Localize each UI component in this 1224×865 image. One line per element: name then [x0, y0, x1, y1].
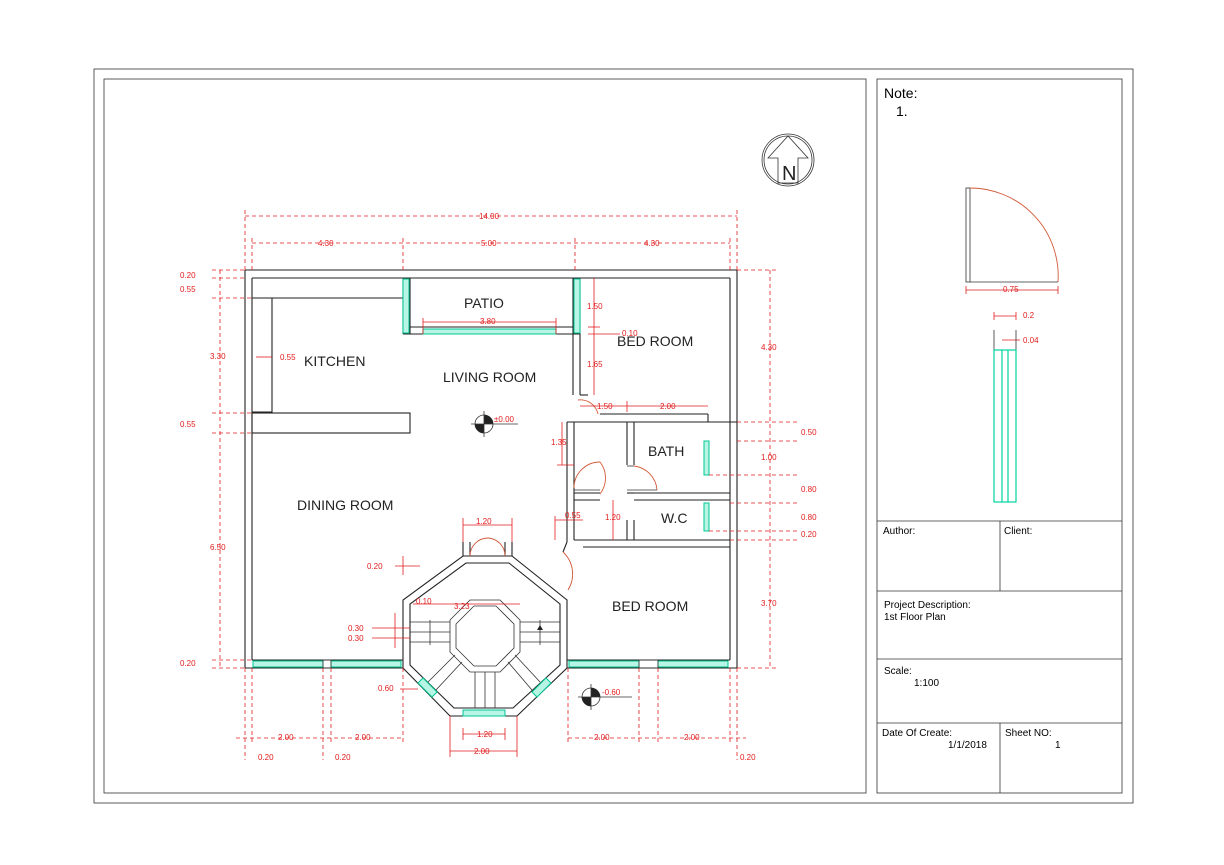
dim-bottom-020c: 0.20 [740, 753, 756, 762]
dim-left-055-bottom: 0.55 [180, 420, 196, 429]
sheet-number-value: 1 [1055, 740, 1061, 751]
dim-bed-165: 1.65 [587, 360, 603, 369]
title-block-frame [876, 78, 1123, 794]
date-label: Date Of Create: [882, 728, 952, 739]
dim-bottom-200c: 2.00 [594, 733, 610, 742]
dim-right-100: 1.00 [761, 453, 777, 462]
dim-hall-200: 2.00 [660, 402, 676, 411]
dimension-lines [212, 210, 798, 760]
dim-right-020: 0.20 [801, 530, 817, 539]
room-wc: W.C [661, 510, 687, 526]
room-patio: PATIO [464, 295, 504, 311]
legend-window-symbol [993, 312, 1020, 503]
dim-top-left: 4.30 [318, 239, 334, 248]
windows [252, 278, 729, 717]
door-swings [469, 399, 658, 591]
dim-bottom-020a: 0.20 [258, 753, 274, 762]
author-label: Author: [883, 526, 915, 537]
legend-door-width: 0.75 [1003, 285, 1019, 294]
dim-bottom-200b: 2.00 [355, 733, 371, 742]
dim-right-370: 3.70 [761, 599, 777, 608]
dim-oct-010: 0.10 [416, 597, 432, 606]
note-item: 1. [896, 103, 908, 119]
dim-left-055-top: 0.55 [180, 285, 196, 294]
dim-right-430: 4.30 [761, 343, 777, 352]
dim-oct-120: 1.20 [477, 730, 493, 739]
scale-label: Scale: [884, 666, 912, 677]
dim-patio-010: 0.10 [622, 329, 638, 338]
drawing-frame [103, 78, 867, 794]
sheet-outer-border [93, 68, 1134, 804]
dim-top-mid: 5.00 [481, 239, 497, 248]
room-kitchen: KITCHEN [304, 353, 365, 369]
dim-right-080b: 0.80 [801, 513, 817, 522]
dim-wc-120: 1.20 [605, 513, 621, 522]
sheet-number-label: Sheet NO: [1005, 728, 1052, 739]
dimension-labels: 14.00 4.30 5.00 4.30 0.20 0.55 3.30 0.55… [180, 212, 817, 762]
dim-wc-055: 0.55 [565, 511, 581, 520]
project-description-label: Project Description: [884, 600, 971, 611]
dim-left-330: 3.30 [210, 352, 226, 361]
level-marker-outside [578, 684, 632, 710]
dim-bottom-200d: 2.00 [684, 733, 700, 742]
room-bath: BATH [648, 443, 684, 459]
legend-window-depth: 0.2 [1023, 311, 1035, 320]
dim-oct-030b: 0.30 [348, 634, 364, 643]
title-block-grid [877, 520, 1122, 793]
dim-left-650: 6.50 [210, 543, 226, 552]
dim-oct-060: 0.60 [378, 684, 394, 693]
exterior-walls [244, 269, 738, 669]
level-outside-text: -0.60 [602, 688, 621, 697]
room-dining: DINING ROOM [297, 497, 393, 513]
room-bedroom-top: BED ROOM [617, 333, 693, 349]
client-label: Client: [1004, 526, 1032, 537]
dim-kitchen-055: 0.55 [280, 353, 296, 362]
dim-left-020-bottom: 0.20 [180, 659, 196, 668]
dim-hall-150: 1.50 [597, 402, 613, 411]
dim-patio-380: 3.80 [480, 317, 496, 326]
legend-window-pane: 0.04 [1023, 336, 1039, 345]
north-label: N [782, 163, 796, 185]
dim-patio-150: 1.50 [587, 302, 603, 311]
dim-right-050: 0.50 [801, 428, 817, 437]
dim-top-right: 4.30 [644, 239, 660, 248]
dim-hall-135: 1.35 [551, 438, 567, 447]
dim-right-080a: 0.80 [801, 485, 817, 494]
dim-oct-323: 3.23 [454, 602, 470, 611]
dim-left-020-top: 0.20 [180, 271, 196, 280]
note-label: Note: [884, 85, 917, 101]
room-bedroom-bottom: BED ROOM [612, 598, 688, 614]
level-marker-living [471, 411, 518, 437]
dim-oct-030a: 0.30 [348, 624, 364, 633]
level-living-text: ±0.00 [494, 415, 515, 424]
interior-walls [251, 278, 737, 556]
scale-value: 1:100 [914, 678, 939, 689]
room-living: LIVING ROOM [443, 369, 536, 385]
legend-door-symbol [965, 187, 1059, 294]
dim-bottom-020b: 0.20 [335, 753, 351, 762]
dim-overall: 14.00 [479, 212, 500, 221]
dim-bottom-200a: 2.00 [278, 733, 294, 742]
dim-door-120: 1.20 [476, 517, 492, 526]
project-description-value: 1st Floor Plan [884, 612, 946, 623]
dim-oct-020: 0.20 [367, 562, 383, 571]
north-arrow-icon [761, 133, 815, 187]
dim-oct-200: 2.00 [474, 747, 490, 756]
date-value: 1/1/2018 [948, 740, 987, 751]
octagonal-stair [402, 555, 568, 717]
